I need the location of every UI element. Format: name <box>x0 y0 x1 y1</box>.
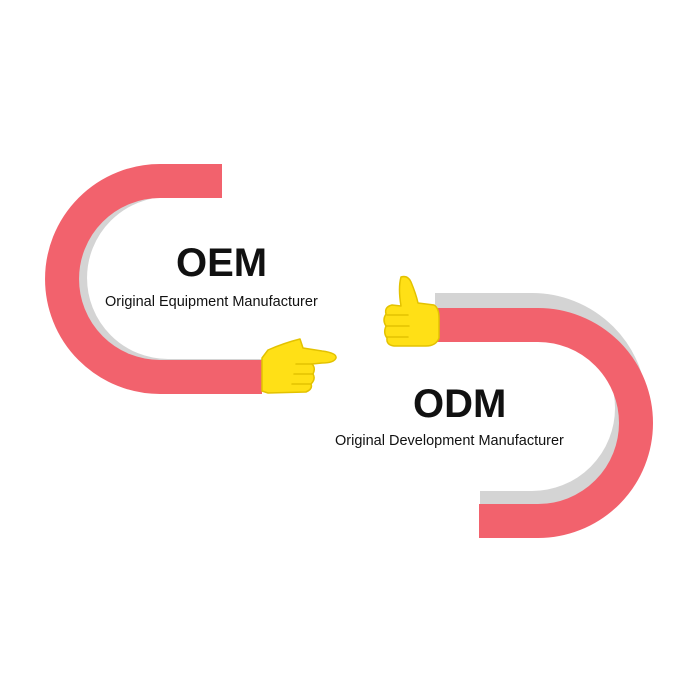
thumbs-up-icon <box>383 275 440 347</box>
oem-arm <box>45 164 262 394</box>
odm-arm-sleeve <box>435 308 653 538</box>
pointing-hand-icon <box>261 338 337 394</box>
oem-subtitle: Original Equipment Manufacturer <box>105 294 318 310</box>
oem-title: OEM <box>176 241 268 285</box>
oem-arm-sleeve <box>45 164 262 394</box>
odm-subtitle: Original Development Manufacturer <box>335 433 564 449</box>
odm-arm <box>435 293 653 538</box>
odm-title: ODM <box>413 382 507 426</box>
